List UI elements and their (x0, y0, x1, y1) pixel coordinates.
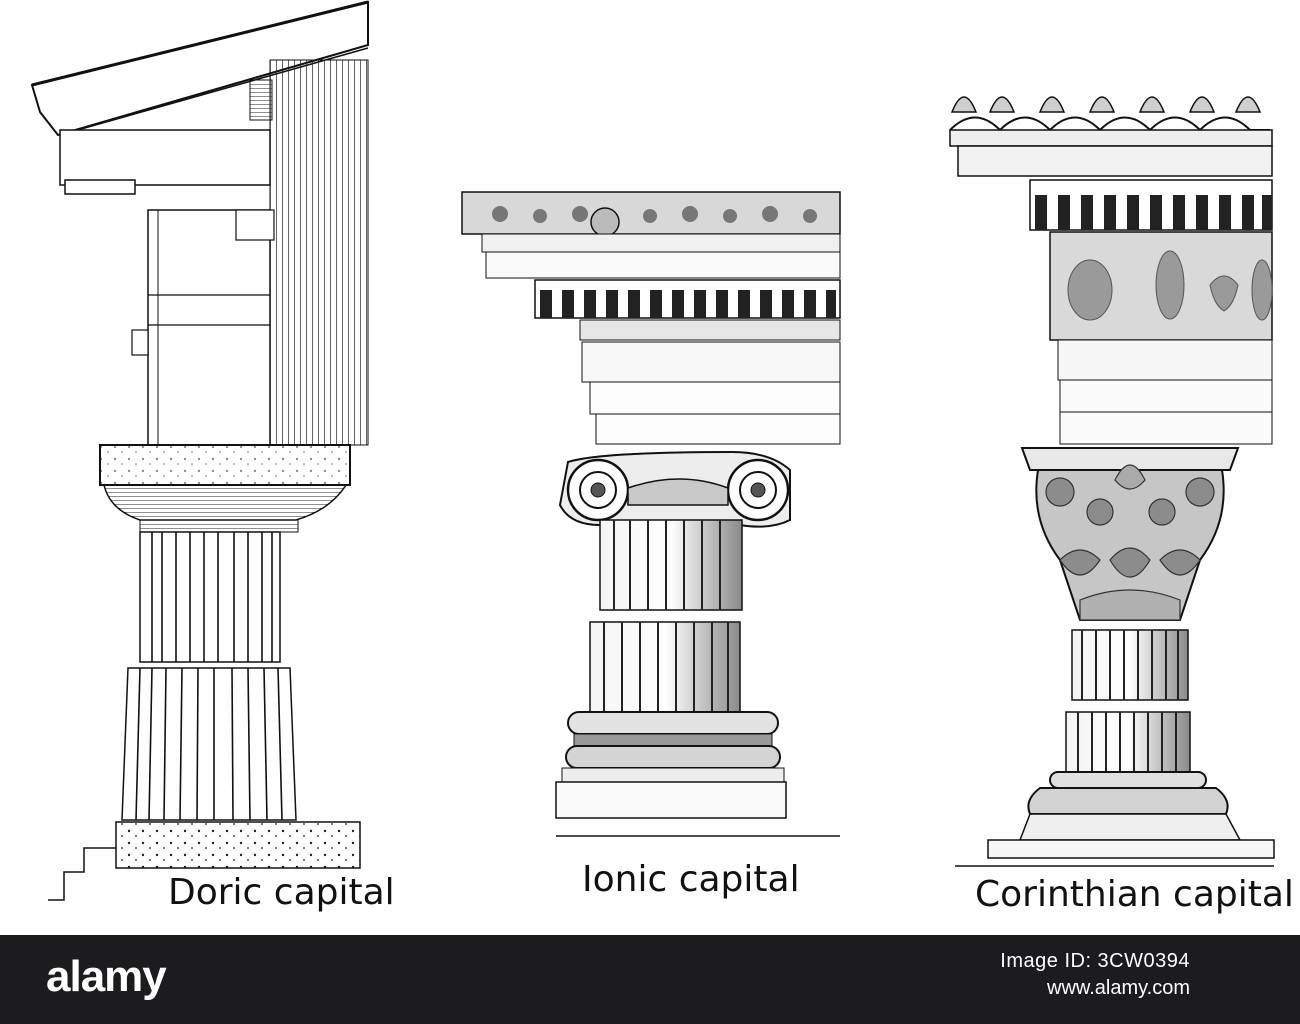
architectural-orders-figure: Doric capital Ionic capital Corinthian c… (30, 0, 1294, 915)
ionic-order-drawing (461, 191, 841, 837)
doric-order-drawing (30, 0, 369, 901)
doric-capital-label: Doric capital (168, 872, 395, 913)
corinthian-order-drawing (949, 96, 1275, 867)
corinthian-capital-label: Corinthian capital (975, 874, 1294, 915)
alamy-logo-text: alamy (46, 952, 167, 1001)
stock-watermark-bar: alamy Image ID: 3CW0394 www.alamy.com (0, 935, 1300, 1024)
image-id-text: Image ID: 3CW0394 (1000, 950, 1190, 972)
source-url-text: www.alamy.com (1047, 977, 1190, 999)
ionic-capital-label: Ionic capital (582, 859, 800, 900)
alamy-logo: alamy (46, 952, 168, 1001)
